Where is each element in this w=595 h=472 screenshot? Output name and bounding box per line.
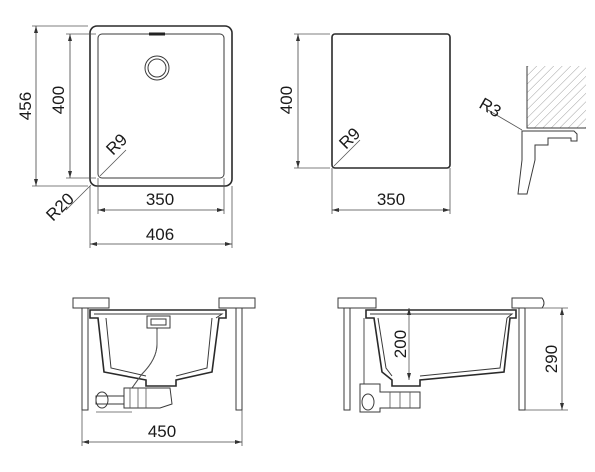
front-dim-width: 450: [148, 422, 176, 441]
radius-outer-label: R20: [42, 189, 77, 224]
cutout-dim-width: 350: [377, 190, 405, 209]
drain-outer-ring: [144, 55, 170, 81]
drain-inner-ring: [147, 58, 167, 78]
side-countertop-right: [511, 297, 545, 309]
countertop-right: [218, 297, 256, 309]
cabinet-wall-right: [235, 307, 243, 411]
front-bowl-section: [89, 309, 227, 387]
countertop-section: [527, 66, 586, 128]
front-section-view: 450: [72, 297, 256, 446]
cutout-radius-label: R9: [335, 124, 364, 153]
dim-width-outer: 406: [146, 225, 174, 244]
cutout-dim-height: 400: [277, 86, 296, 114]
sink-outer-rim: [89, 25, 233, 187]
side-dim-total-depth: 290: [542, 345, 561, 373]
drain-trap: [123, 387, 173, 409]
side-cabinet-wall-right: [518, 307, 526, 411]
side-bowl-section: [365, 309, 517, 387]
side-countertop-left: [337, 297, 377, 309]
countertop-left: [72, 297, 110, 309]
radius-inner-label: R9: [102, 130, 131, 159]
side-section-view: 200 290: [337, 297, 568, 413]
side-cabinet-wall-left: [343, 307, 351, 411]
dim-width-inner: 350: [146, 190, 174, 209]
sink-rim-profile: [517, 130, 578, 195]
overflow-box: [146, 315, 171, 329]
sink-top-view: 456 400 R9 R20 350 406: [16, 25, 233, 248]
dim-height-outer: 456: [16, 92, 35, 120]
cabinet-wall-left: [81, 307, 89, 411]
side-drain-trap: [359, 383, 421, 413]
dim-height-inner: 400: [49, 86, 68, 114]
cutout-top-view: 400 R9 350: [277, 33, 451, 214]
edge-detail-view: R3: [476, 66, 586, 195]
cutout-outline: [331, 33, 451, 169]
side-dim-bowl-depth: 200: [391, 330, 410, 358]
